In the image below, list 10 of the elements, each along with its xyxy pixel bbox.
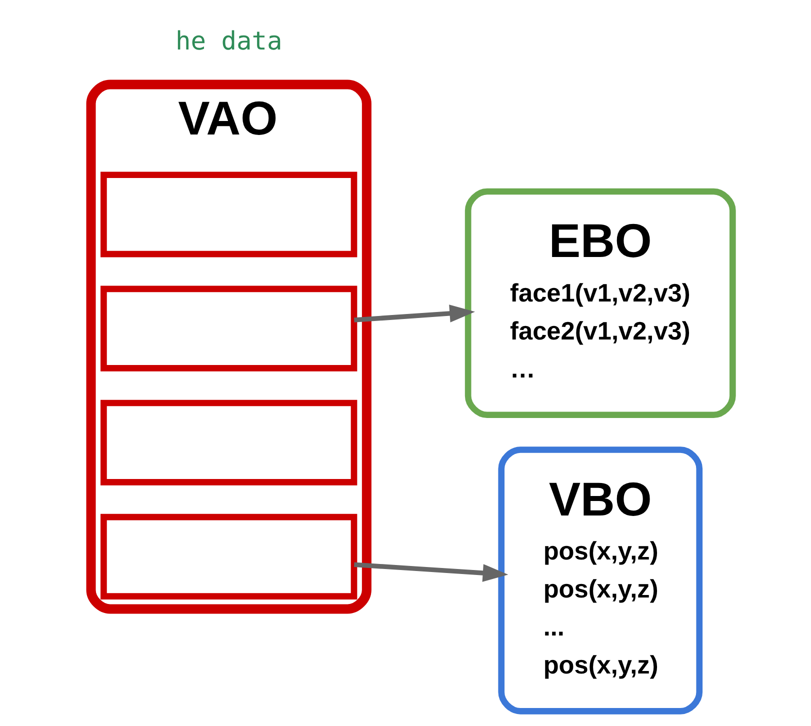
- node-box: [100, 286, 358, 372]
- node-box: [100, 514, 358, 600]
- node-box: VBO pos(x,y,z) pos(x,y,z) ... pos(x,y,z): [498, 446, 703, 714]
- node-box: EBO face1(v1,v2,v3) face2(v1,v2,v3) …: [464, 188, 736, 418]
- arrow: [354, 304, 476, 322]
- label: he data: [175, 25, 282, 56]
- arrow: [354, 562, 508, 582]
- node-box: [100, 400, 358, 486]
- cluster: VAO: [86, 80, 372, 614]
- node-box: [100, 172, 358, 258]
